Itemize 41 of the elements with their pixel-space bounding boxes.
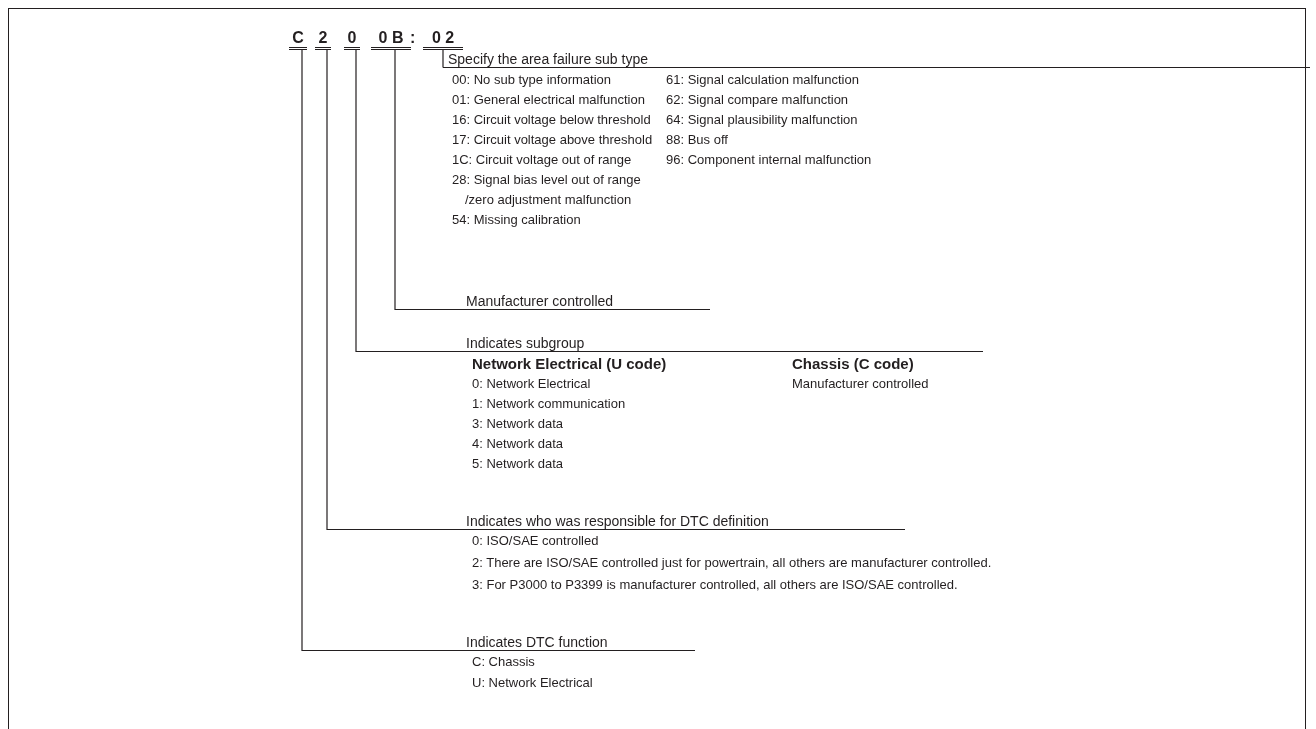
leader-line: [442, 49, 444, 69]
leader-line: [355, 49, 467, 353]
list-item: 3: Network data: [472, 415, 564, 433]
code-segment: 0 2: [423, 29, 463, 50]
list-item: 00: No sub type information: [452, 71, 611, 89]
list-item: 0: Network Electrical: [472, 375, 591, 393]
list-item: 54: Missing calibration: [452, 211, 581, 229]
list-item: 4: Network data: [472, 435, 564, 453]
list-item: 1C: Circuit voltage out of range: [452, 151, 632, 169]
list-item: C: Chassis: [472, 653, 535, 671]
list-item: 5: Network data: [472, 455, 564, 473]
list-item: 0: ISO/SAE controlled: [472, 532, 599, 550]
description-heading: Specify the area failure sub type: [443, 51, 1310, 68]
column-heading: Chassis (C code): [792, 354, 914, 374]
list-item: 28: Signal bias level out of range /zero adjustment malfunction: [452, 171, 642, 209]
description-heading: Indicates DTC function: [466, 634, 695, 651]
list-item: 16: Circuit voltage below threshold: [452, 111, 651, 129]
list-item: 3: For P3000 to P3399 is manufacturer controlled, all others are ISO/SAE controlled.: [472, 576, 958, 594]
code-segment: 0 B: [371, 29, 411, 50]
leader-line: [326, 49, 467, 531]
description-heading: Indicates who was responsible for DTC definition: [466, 513, 905, 530]
code-segment: 0: [344, 29, 360, 50]
code-segment: C: [289, 29, 307, 50]
list-item: 96: Component internal malfunction: [666, 151, 872, 169]
list-item: 61: Signal calculation malfunction: [666, 71, 859, 89]
list-item: U: Network Electrical: [472, 674, 593, 692]
list-item: 2: There are ISO/SAE controlled just for powertrain, all others are manufacturer controlled.: [472, 554, 992, 572]
list-item: 17: Circuit voltage above threshold: [452, 131, 653, 149]
list-item: 64: Signal plausibility malfunction: [666, 111, 858, 129]
list-item: 1: Network communication: [472, 395, 626, 413]
leader-line: [394, 49, 467, 311]
list-item: Manufacturer controlled: [792, 375, 929, 393]
leader-line: [301, 49, 467, 652]
list-item: 01: General electrical malfunction: [452, 91, 645, 109]
description-heading: Indicates subgroup: [466, 335, 983, 352]
separator-colon: :: [410, 29, 416, 47]
list-item: 62: Signal compare malfunction: [666, 91, 849, 109]
code-segment: 2: [315, 29, 331, 50]
column-heading: Network Electrical (U code): [472, 354, 667, 374]
description-heading: Manufacturer controlled: [466, 293, 710, 310]
list-item: 88: Bus off: [666, 131, 728, 149]
